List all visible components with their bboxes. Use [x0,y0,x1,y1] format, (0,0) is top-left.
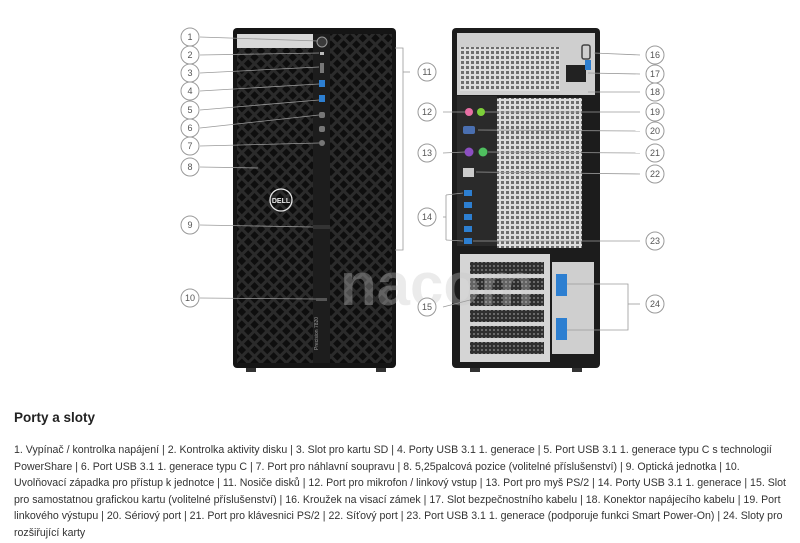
usb-a-port-icon [319,80,325,87]
ps2-keyboard-port-icon [478,147,488,157]
callout-number: 19 [650,107,660,117]
expansion-slot [470,262,544,274]
expansion-slot [470,310,544,322]
serial-port-icon [463,126,475,134]
network-port-icon [463,168,474,177]
callout-number: 6 [187,123,192,133]
rear-usb-port-icon [464,202,472,208]
tower-model-label: Precision 7820 [314,317,320,350]
front-top-trim [237,34,315,48]
rear-usb-port-icon [464,238,472,244]
callout-circle [180,215,200,235]
callout-number: 1 [187,32,192,42]
expansion-slot [470,278,544,290]
callout-circle [417,297,437,317]
section-title: Porty a sloty [14,410,96,425]
callout-circle [645,164,665,184]
front-callout-group: 1 2 3 4 5 6 7 8 9 10 [180,27,200,308]
rear-usb-port-icon [464,190,472,196]
callout-number: 5 [187,105,192,115]
callout-number: 2 [187,50,192,60]
expansion-slot [470,326,544,338]
callout-circle [180,81,200,101]
callout-circle [645,45,665,65]
drive-release-latch [316,298,327,301]
psu-vent [460,47,560,91]
rear-foot [470,368,480,372]
watermark: nacom [340,251,533,318]
ps2-mouse-port-icon [464,147,474,157]
expansion-slot [470,294,544,306]
rear-callout-group: 11 12 13 14 15 16 17 18 19 20 21 22 23 2… [417,45,665,317]
callout-number: 4 [187,86,192,96]
callout-circle [645,143,665,163]
callout-circle [417,143,437,163]
front-foot [246,368,256,372]
padlock-ring-icon [581,44,591,60]
psu-release-tab [585,60,591,70]
rear-tower [452,28,600,372]
callout-circle [417,102,437,122]
line-out-port-icon [477,108,485,116]
card-retention-latch [556,318,567,340]
callout-number: 14 [422,212,432,222]
power-button-icon [316,36,328,48]
sd-slot-icon [320,63,324,73]
callout-circle [417,207,437,227]
dell-logo: DELL [269,188,293,212]
callout-circle [645,231,665,251]
callout-number: 11 [422,67,431,77]
callout-number: 10 [185,293,195,303]
usb-c-port-icon [319,112,325,118]
callout-number: 3 [187,68,192,78]
callout-circle [645,102,665,122]
mic-in-port-icon [465,108,473,116]
ports-legend: 1. Vypínač / kontrolka napájení | 2. Kon… [14,444,786,539]
callout-lines [199,36,641,331]
callout-number: 15 [422,302,432,312]
callout-circle [180,288,200,308]
callout-number: 7 [187,141,192,151]
rear-foot [572,368,582,372]
callout-number: 18 [650,87,660,97]
callout-number: 13 [422,148,432,158]
callout-circle [417,62,437,82]
callout-circle [645,82,665,102]
callout-number: 8 [187,162,192,172]
callout-number: 24 [650,299,660,309]
callout-number: 23 [650,236,660,246]
expansion-slot [470,342,544,354]
callout-number: 9 [187,220,192,230]
usb-a-port-icon [319,95,325,102]
callout-number: 16 [650,50,660,60]
callout-circle [645,294,665,314]
callout-circle [180,157,200,177]
callout-number: 20 [650,126,660,136]
callout-number: 22 [650,169,660,179]
callout-number: 17 [650,69,660,79]
callout-circle [645,121,665,141]
front-mesh-right [330,34,392,363]
front-tower: DELL Precision 7820 [233,28,396,372]
ports-diagram: DELL Precision 7820 [180,27,665,372]
callout-number: 12 [422,107,432,117]
rear-usb-port-icon [464,214,472,220]
callout-number: 21 [650,148,660,158]
front-io-strip [313,34,330,363]
optical-drive-slot [313,225,330,229]
usb-c-port-icon [319,126,325,132]
card-retention-latch [556,274,567,296]
headset-port-icon [319,140,325,146]
front-foot [376,368,386,372]
power-connector-icon [566,65,586,82]
front-mesh-left [237,48,313,363]
product-figure: DELL Precision 7820 [180,27,665,372]
rear-usb-port-icon [464,226,472,232]
callout-circle [180,136,200,156]
activity-led-icon [320,52,324,55]
brand-logo-text: DELL [272,198,291,205]
